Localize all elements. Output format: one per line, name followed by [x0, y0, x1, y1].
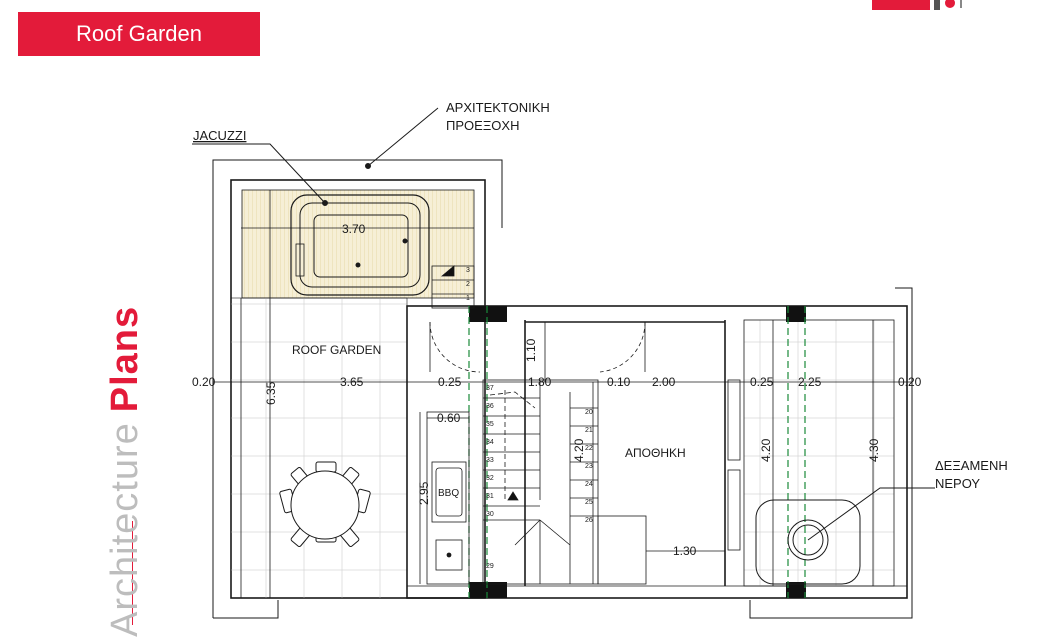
dimension-lines [213, 190, 912, 598]
stair-step-32: 32 [486, 475, 494, 482]
room-label-roof-garden: ROOF GARDEN [292, 343, 381, 357]
side-title: Architecture Plans [30, 100, 146, 637]
dim-right-width: 2.25 [798, 375, 822, 389]
stair-step-31: 31 [486, 493, 494, 500]
callout-overhang-2: ΠΡΟΕΞΟΧΗ [446, 118, 519, 133]
dim-garden-width: 3.65 [340, 375, 364, 389]
bbq-counter [426, 411, 470, 585]
callout-tank-2: ΝΕΡΟΥ [935, 476, 980, 491]
stair-step-20: 20 [585, 409, 593, 416]
stair-step-21: 21 [585, 427, 593, 434]
stair-step-36: 36 [486, 403, 494, 410]
dim-right-total-depth: 4.30 [867, 438, 881, 462]
doors [429, 321, 646, 373]
brand-logo [872, 0, 962, 10]
stair-numbers-top: 3 2 1 [466, 267, 470, 302]
dim-bbq-depth: 2.95 [417, 481, 431, 505]
dining-table-icon [279, 461, 371, 547]
dim-right-margin: 0.20 [898, 375, 922, 389]
dimension-labels: 3.70 0.20 3.65 0.25 1.80 0.10 2.00 0.25 … [192, 222, 922, 558]
room-label-bbq: BBQ [438, 488, 459, 499]
stair-step-29: 29 [486, 563, 494, 570]
stair-numbers-right: 20 21 22 23 24 25 26 [585, 409, 593, 524]
jacuzzi-step-1: 1 [466, 295, 470, 302]
stair-step-33: 33 [486, 457, 494, 464]
page-title-badge: Roof Garden [18, 12, 260, 56]
dim-jacuzzi-width: 3.70 [342, 222, 366, 236]
dim-wall-1: 0.25 [438, 375, 462, 389]
jacuzzi-steps [431, 265, 475, 309]
overhang-outline [212, 159, 913, 619]
callout-jacuzzi: JACUZZI [193, 128, 246, 143]
stair-step-25: 25 [585, 499, 593, 506]
stair-step-22: 22 [585, 445, 593, 452]
dim-wall-2: 0.10 [607, 375, 631, 389]
callout-leaders [192, 107, 935, 541]
dim-wall-3: 0.25 [750, 375, 774, 389]
dim-stair-width: 1.80 [528, 375, 552, 389]
staircase [482, 379, 647, 585]
jacuzzi-step-3: 3 [466, 267, 470, 274]
page-title: Roof Garden [76, 21, 202, 46]
stair-step-23: 23 [585, 463, 593, 470]
walls [230, 179, 908, 599]
room-label-storage: ΑΠΟΘΗΚΗ [625, 446, 686, 460]
stair-treads-left [483, 397, 540, 521]
dim-garden-depth: 6.35 [264, 381, 278, 405]
stair-step-37: 37 [486, 385, 494, 392]
dim-stair-depth: 4.20 [572, 438, 586, 462]
stair-step-24: 24 [585, 481, 593, 488]
stair-step-34: 34 [486, 439, 494, 446]
stair-step-35: 35 [486, 421, 494, 428]
dim-storage-bottom: 1.30 [673, 544, 697, 558]
stair-numbers-left: 37 36 35 34 33 32 31 30 29 [486, 385, 494, 570]
stair-step-26: 26 [585, 517, 593, 524]
side-title-divider [132, 521, 133, 625]
callout-tank-1: ΔΕΞΑΜΕΝΗ [935, 458, 1008, 473]
dim-left-margin: 0.20 [192, 375, 216, 389]
callout-overhang-1: ΑΡΧΙΤΕΚΤΟΝΙΚΗ [446, 100, 550, 115]
dim-storage-width: 2.00 [652, 375, 676, 389]
dim-right-room-depth: 4.20 [759, 438, 773, 462]
dim-bbq-width: 0.60 [437, 411, 461, 425]
water-tank-icon [755, 499, 861, 585]
columns [469, 306, 806, 598]
dim-stair-top: 1.10 [524, 338, 538, 362]
stair-step-30: 30 [486, 511, 494, 518]
jacuzzi-step-2: 2 [466, 281, 470, 288]
